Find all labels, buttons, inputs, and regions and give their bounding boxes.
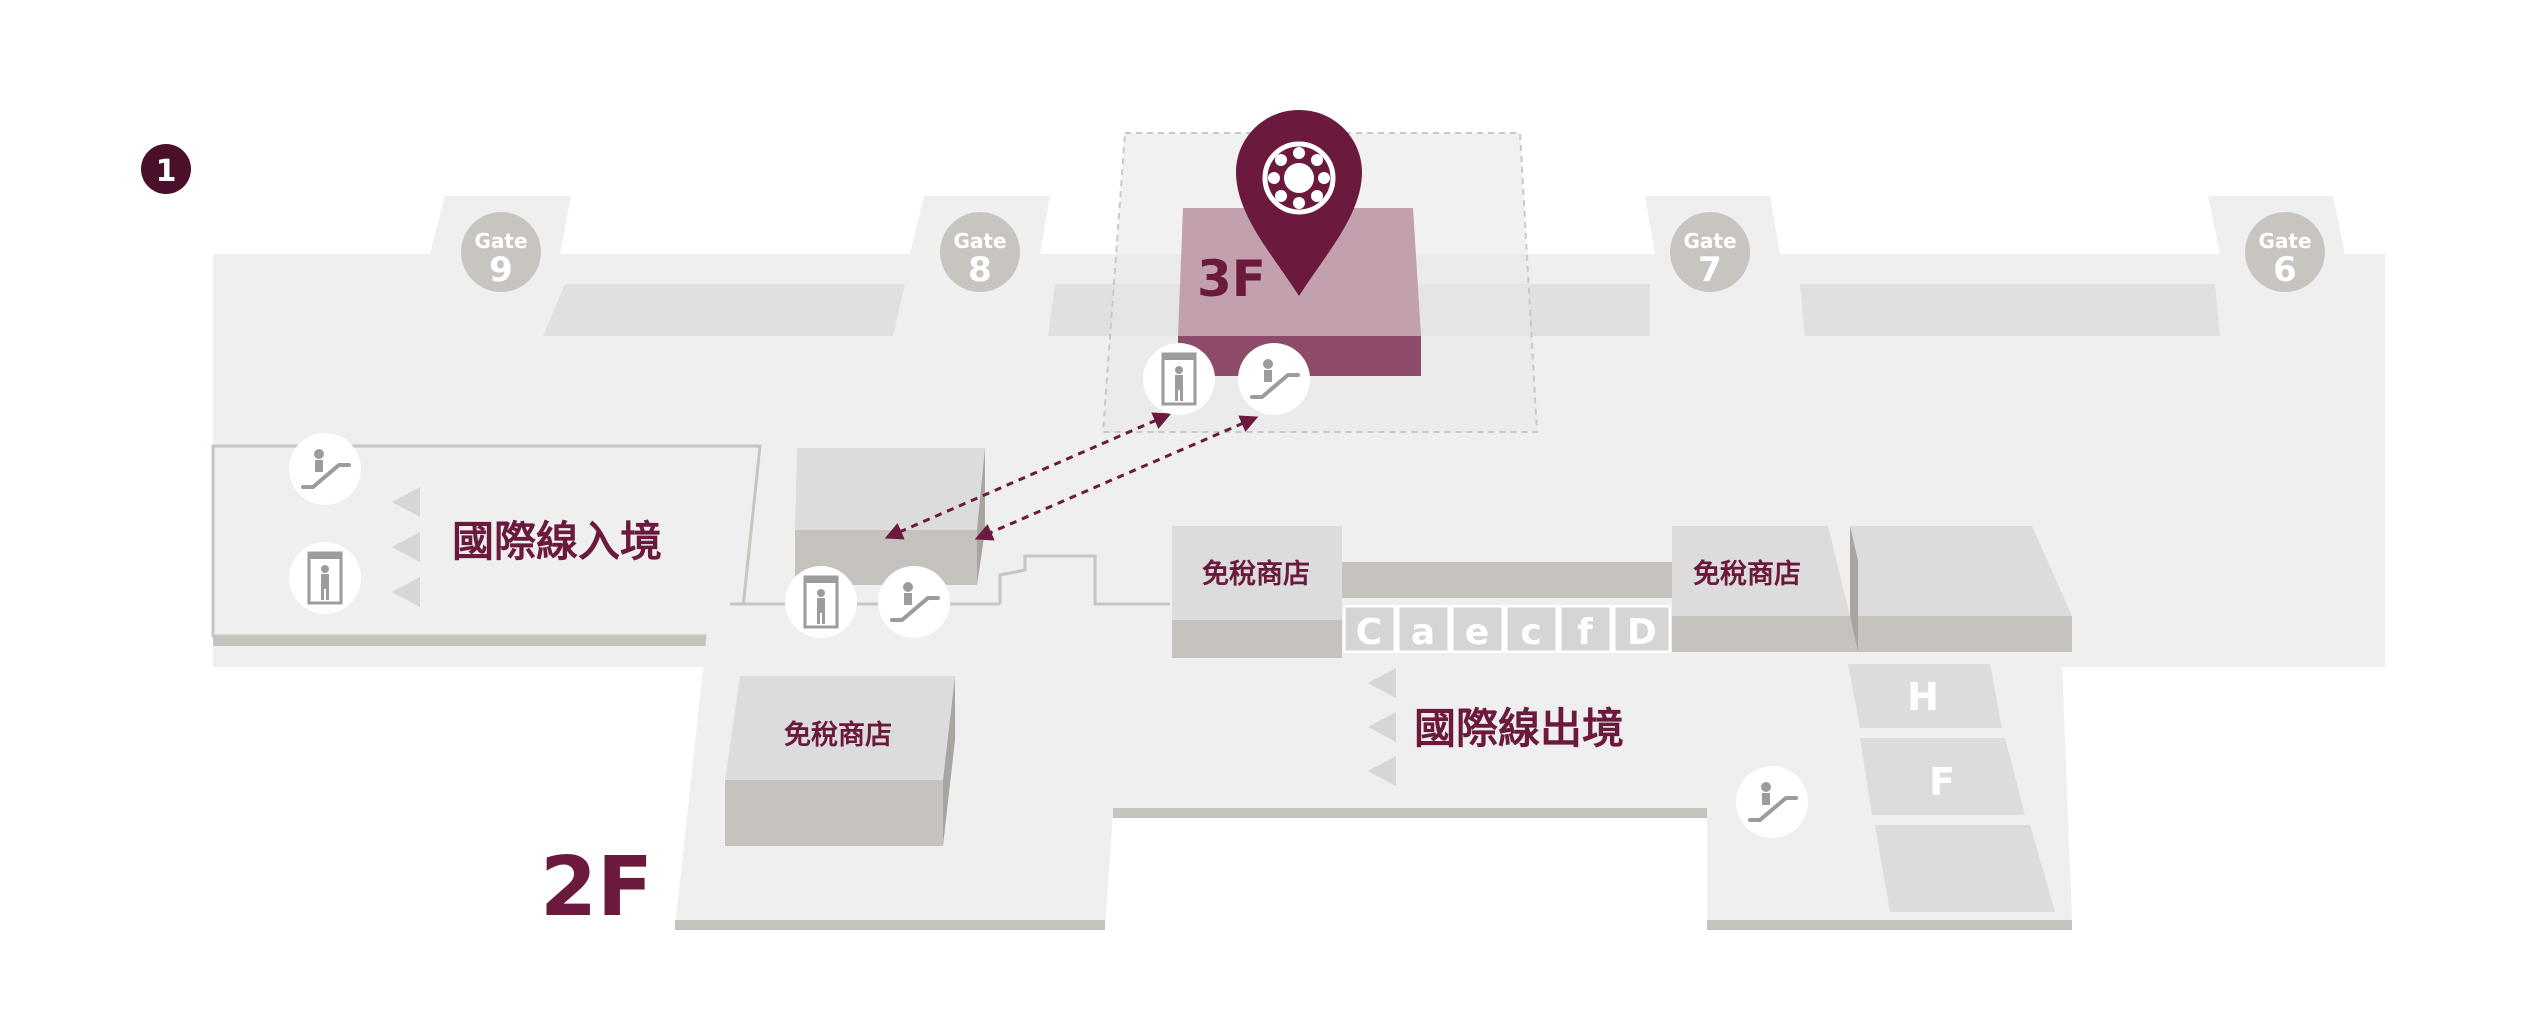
connector-escalator xyxy=(974,415,1259,541)
counter-letter: c xyxy=(1520,612,1541,653)
gate-label: Gate xyxy=(474,229,527,253)
gate-lounge xyxy=(543,284,905,336)
gate-label: Gate xyxy=(953,229,1006,253)
lounge-emblem-icon xyxy=(1262,141,1336,215)
counter-f[interactable]: f xyxy=(1558,604,1613,654)
counter-letter: D xyxy=(1627,612,1657,653)
elevator-icon[interactable] xyxy=(785,566,857,638)
step-marker: 1 xyxy=(141,144,191,194)
elevator-icon[interactable] xyxy=(1143,343,1215,415)
duty-free-shop-right[interactable]: 免稅商店 xyxy=(1672,526,1850,652)
counter-blank xyxy=(1875,825,2055,912)
counter-letter: a xyxy=(1411,612,1435,653)
shop-label: 免稅商店 xyxy=(1202,559,1310,590)
floor-label-2f: 2F xyxy=(540,840,653,935)
gate-lounge xyxy=(1800,284,2220,336)
counter-e[interactable]: e xyxy=(1450,604,1505,654)
central-block xyxy=(795,448,985,530)
floor-2f: 免稅商店 免稅商店 免稅商店 C a e c f D xyxy=(211,444,2072,935)
gate-label: Gate xyxy=(2258,229,2311,253)
gate-number: 9 xyxy=(489,250,513,290)
gate-6[interactable]: Gate 6 xyxy=(2245,212,2325,292)
direction-arrows-departures xyxy=(1368,668,1396,786)
counter-strip xyxy=(1342,562,1672,598)
gate-8[interactable]: Gate 8 xyxy=(940,212,1020,292)
central-block-front xyxy=(795,530,985,585)
service-block xyxy=(1850,526,2072,616)
arrivals-area-edge xyxy=(213,636,726,646)
counter-letter: C xyxy=(1356,612,1382,653)
gate-number: 8 xyxy=(968,250,992,290)
gate-number: 6 xyxy=(2273,250,2297,290)
counter-row: C a e c f D xyxy=(1342,604,1672,654)
shop-label: 免稅商店 xyxy=(784,720,892,751)
gate-number: 7 xyxy=(1698,250,1722,290)
counter-f-column[interactable]: F xyxy=(1860,738,2025,815)
counter-letter: H xyxy=(1907,675,1939,719)
escalator-icon[interactable] xyxy=(289,433,361,505)
duty-free-shop-center[interactable]: 免稅商店 xyxy=(1172,526,1342,658)
floor-label-3f: 3F xyxy=(1197,250,1266,308)
gate-label: Gate xyxy=(1683,229,1736,253)
floor-edge xyxy=(1113,808,1707,818)
escalator-icon[interactable] xyxy=(1238,343,1310,415)
duty-free-shop-left[interactable]: 免稅商店 xyxy=(725,676,955,846)
direction-arrows-arrivals xyxy=(392,487,420,607)
shop-label: 免稅商店 xyxy=(1693,559,1801,590)
counter-c[interactable]: C xyxy=(1342,604,1397,654)
floor-edge xyxy=(675,920,1105,930)
counter-c2[interactable]: c xyxy=(1504,604,1559,654)
arrivals-label: 國際線入境 xyxy=(452,517,662,566)
counter-d[interactable]: D xyxy=(1612,604,1672,654)
elevator-icon[interactable] xyxy=(289,542,361,614)
departures-floor xyxy=(675,560,2072,928)
counter-letter: f xyxy=(1577,612,1593,653)
departures-label: 國際線出境 xyxy=(1414,704,1624,753)
step-marker-number: 1 xyxy=(156,154,177,189)
counter-h[interactable]: H xyxy=(1848,664,2002,728)
counter-letter: F xyxy=(1929,760,1955,804)
service-block-side xyxy=(1850,526,1858,652)
counter-a[interactable]: a xyxy=(1396,604,1451,654)
escalator-icon[interactable] xyxy=(878,566,950,638)
gate-7[interactable]: Gate 7 xyxy=(1670,212,1750,292)
service-block-front xyxy=(1850,616,2072,652)
floor-edge xyxy=(1707,920,2072,930)
counter-letter: e xyxy=(1465,612,1489,653)
location-pin[interactable] xyxy=(1236,110,1362,296)
gate-9[interactable]: Gate 9 xyxy=(461,212,541,292)
escalator-icon[interactable] xyxy=(1736,766,1808,838)
